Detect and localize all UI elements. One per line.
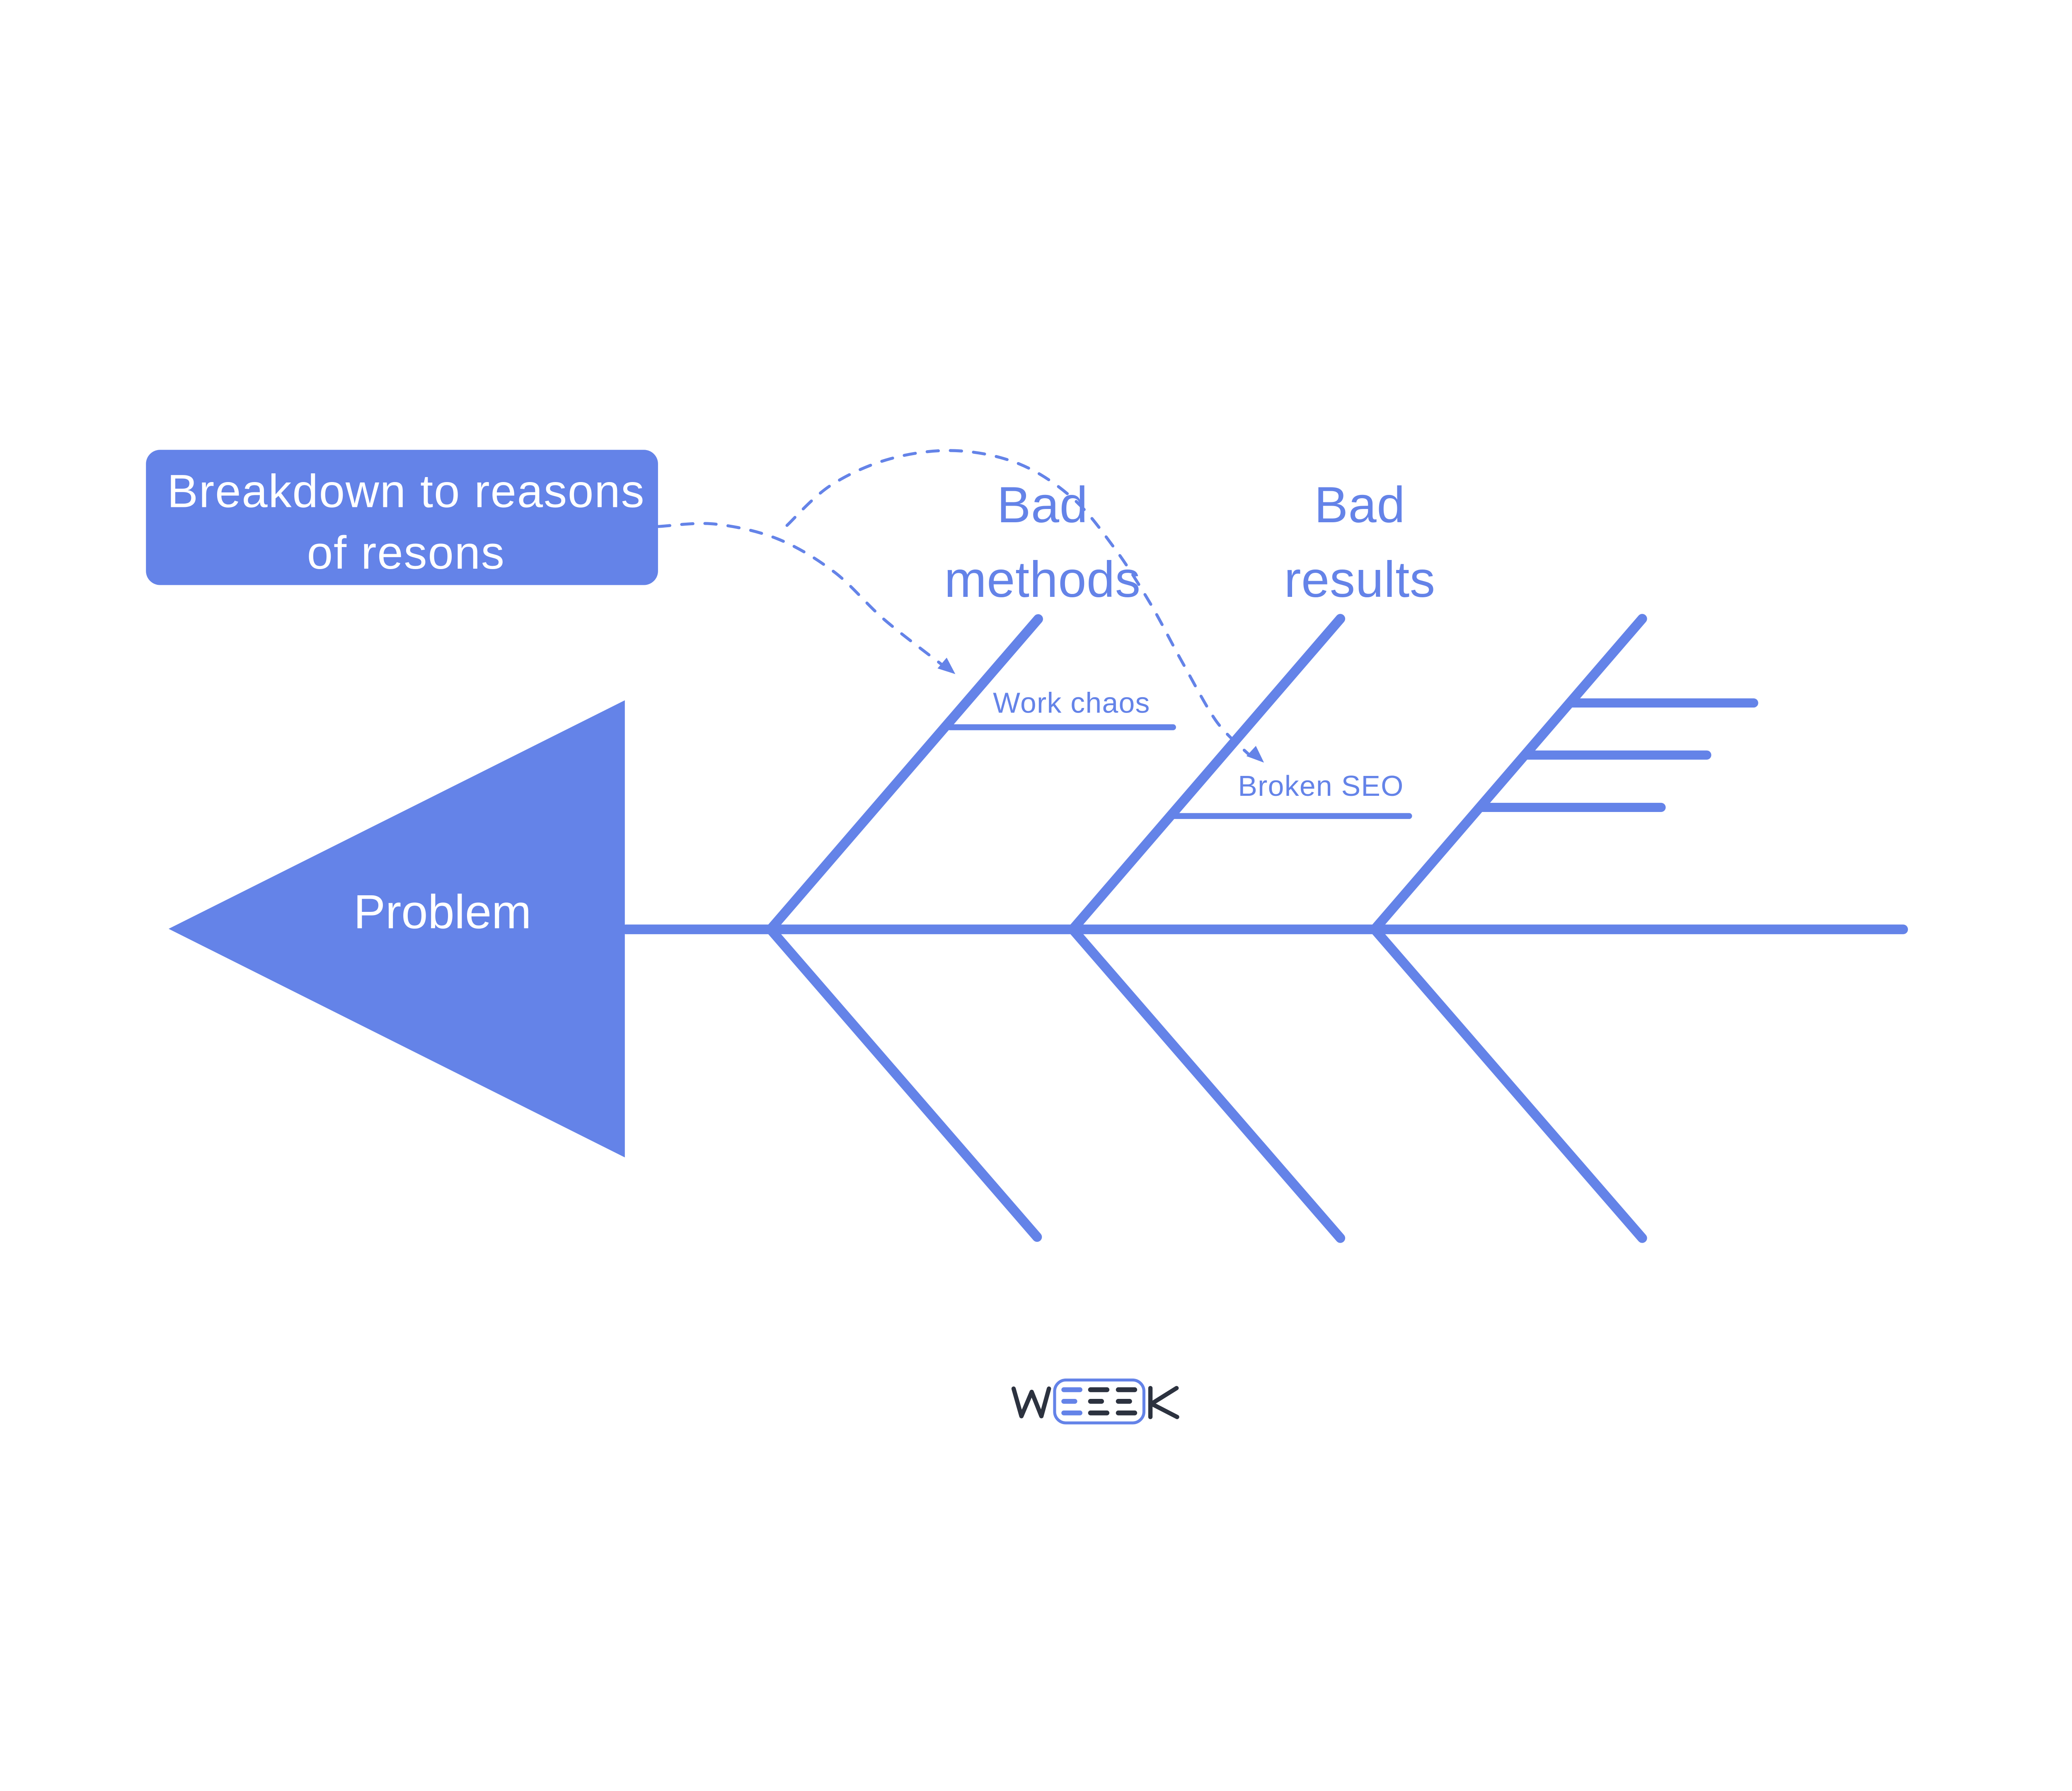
logo-letter-e1: [1061, 1387, 1082, 1415]
branch-1-cause-label: Work chaos: [993, 686, 1150, 719]
branch-bad-results: Bad results Broken SEO: [1067, 476, 1435, 1243]
branch-3-upper-bone: [1370, 614, 1647, 934]
problem-label: Problem: [353, 886, 531, 939]
annotation-arrows: [657, 449, 1264, 763]
branch-1-title-line2: methods: [944, 551, 1141, 608]
annotation-callout: Breakdown to reasons of resons: [146, 450, 658, 585]
annotation-box: [146, 450, 658, 585]
weeek-logo: WEEEK: [1011, 1378, 1179, 1425]
logo-letter-e3: [1116, 1387, 1138, 1415]
dashed-arrow-to-bad-methods: [657, 522, 944, 667]
problem-triangle: [168, 700, 625, 1158]
branch-2-title-line2: results: [1284, 551, 1435, 608]
problem-head: Problem: [168, 700, 625, 1158]
branch-2-upper-bone: [1067, 614, 1346, 934]
logo-letter-k: [1148, 1386, 1179, 1419]
dashed-arrow-to-broken-seo: [785, 449, 1250, 756]
branch-bad-methods: Bad methods Work chaos: [765, 476, 1176, 1242]
branch-3-lower-bone: [1370, 924, 1647, 1243]
branch-1-upper-bone: [765, 614, 1043, 934]
arrowhead-to-broken-seo: [1246, 746, 1264, 763]
branch-1-lower-bone: [765, 924, 1042, 1242]
branch-2-cause-label: Broken SEO: [1238, 770, 1404, 802]
logo-letter-e2: [1088, 1387, 1110, 1415]
branch-2-lower-bone: [1067, 924, 1346, 1243]
annotation-text-line1: Breakdown to reasons: [167, 465, 645, 517]
annotation-text-line2: of resons: [307, 527, 505, 579]
logo-letter-w: [1011, 1386, 1051, 1418]
branch-1-title-line1: Bad: [997, 476, 1088, 533]
branch-unlabeled: [1370, 614, 1758, 1243]
arrowhead-to-bad-methods: [937, 657, 956, 674]
branch-2-title-line1: Bad: [1314, 476, 1405, 533]
